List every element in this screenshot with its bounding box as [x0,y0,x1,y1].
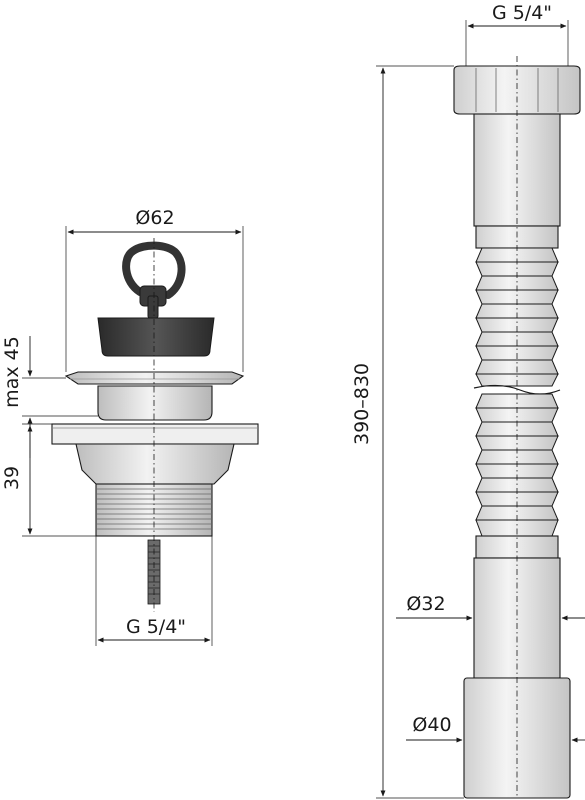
length-label: 390–830 [351,363,373,445]
pipe-thread-dimension: G 5/4" [465,2,569,66]
stopper-thread-dimension: G 5/4" [95,536,213,646]
threaded-tail [95,483,213,537]
rubber-plug [97,317,215,357]
max-height-label: max 45 [1,336,23,408]
outlet-diameter-label: Ø40 [412,714,451,736]
pipe-thread-label: G 5/4" [492,2,552,24]
chain-ring [122,241,186,319]
pipe-break-mark [473,384,561,395]
strainer-bowl [97,385,213,421]
stopper-assembly: Ø62 max 45 39 G 5/4" [1,207,259,646]
corrugated-upper [475,247,559,387]
diameter-label: Ø62 [135,207,174,229]
union-nut [453,65,581,115]
outlet-body [75,443,235,485]
pipe-diameter-label: Ø32 [406,593,445,615]
stopper-thread-label: G 5/4" [126,616,186,638]
sink-flange [64,371,245,385]
diameter-dimension: Ø62 [65,207,244,372]
body-height-label: 39 [1,466,23,490]
outlet-diameter-dimension: Ø40 [406,714,585,743]
pipe-diameter-dimension: Ø32 [396,593,585,621]
body-flange-plate [51,423,259,445]
length-dimension: 390–830 [351,65,464,799]
body-height-dimension: 39 [1,423,96,537]
flexible-pipe: G 5/4" 390–830 Ø32 Ø40 [351,2,585,799]
max-height-dimension: max 45 [1,336,98,458]
